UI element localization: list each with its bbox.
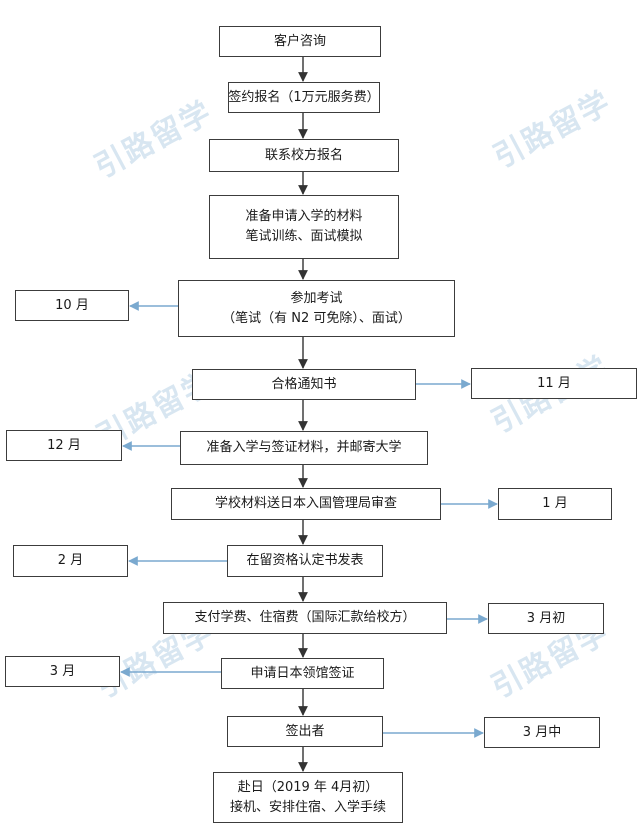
month-note-label: 11 月: [537, 375, 571, 391]
flow-step-3-text: 联系校方报名: [264, 147, 343, 163]
month-note-label: 1 月: [542, 496, 568, 511]
month-note-7: 3 月: [5, 656, 120, 687]
flow-step-13-text: 赴日（2019 年 4月初）: [237, 779, 379, 795]
flow-step-11: 申请日本领馆签证: [221, 658, 384, 689]
flow-step-7: 准备入学与签证材料，并邮寄大学: [180, 431, 428, 465]
flow-step-5-text: （笔试（有 N2 可免除）、面试）: [222, 310, 411, 326]
flow-step-1: 客户咨询: [219, 26, 381, 57]
flow-step-6-text: 合格通知书: [271, 376, 337, 392]
month-note-3: 12 月: [6, 430, 122, 461]
month-note-6: 3 月初: [488, 603, 604, 634]
month-note-label: 3 月: [49, 663, 76, 679]
flow-step-8: 学校材料送日本入国管理局审查: [171, 488, 441, 520]
flow-step-8-text: 学校材料送日本入国管理局审查: [214, 496, 397, 511]
flow-step-4-text: 准备申请入学的材料: [245, 209, 363, 224]
flow-step-13: 赴日（2019 年 4月初） 接机、安排住宿、入学手续: [213, 772, 403, 823]
flow-step-4-text: 笔试训练、面试模拟: [245, 229, 363, 244]
month-note-label: 2 月: [57, 553, 84, 568]
flow-step-2: 签约报名（1万元服务费）: [228, 82, 380, 113]
flow-step-4: 准备申请入学的材料笔试训练、面试模拟: [209, 195, 399, 259]
flow-step-10: 支付学费、住宿费（国际汇款给校方）: [163, 602, 447, 634]
flow-step-12-text: 签出者: [285, 723, 325, 739]
flow-step-6: 合格通知书: [192, 369, 416, 400]
month-note-label: 3 月初: [526, 610, 566, 626]
month-note-2: 11 月: [471, 368, 637, 399]
flow-step-11-text: 申请日本领馆签证: [250, 665, 355, 681]
flow-step-5: 参加考试 （笔试（有 N2 可免除）、面试）: [178, 280, 455, 337]
month-note-5: 2 月: [13, 545, 128, 577]
month-note-4: 1 月: [498, 488, 612, 520]
flow-step-9: 在留资格认定书发表: [227, 545, 383, 577]
month-note-label: 12 月: [47, 437, 81, 453]
flow-step-13-text: 接机、安排住宿、入学手续: [229, 799, 386, 815]
flow-step-9-text: 在留资格认定书发表: [246, 553, 364, 568]
flow-step-3: 联系校方报名: [209, 139, 399, 172]
flow-step-1-text: 客户咨询: [273, 33, 326, 49]
month-note-8: 3 月中: [484, 717, 600, 748]
flow-step-12: 签出者: [227, 716, 383, 747]
flow-step-7-text: 准备入学与签证材料，并邮寄大学: [206, 440, 402, 455]
month-note-label: 3 月中: [522, 724, 562, 740]
month-note-label: 10 月: [55, 297, 89, 313]
flow-step-5-text: 参加考试: [290, 290, 343, 306]
flow-step-2-text: 签约报名（1万元服务费）: [228, 89, 380, 105]
month-note-1: 10 月: [15, 290, 129, 321]
flow-step-10-text: 支付学费、住宿费（国际汇款给校方）: [194, 610, 416, 625]
